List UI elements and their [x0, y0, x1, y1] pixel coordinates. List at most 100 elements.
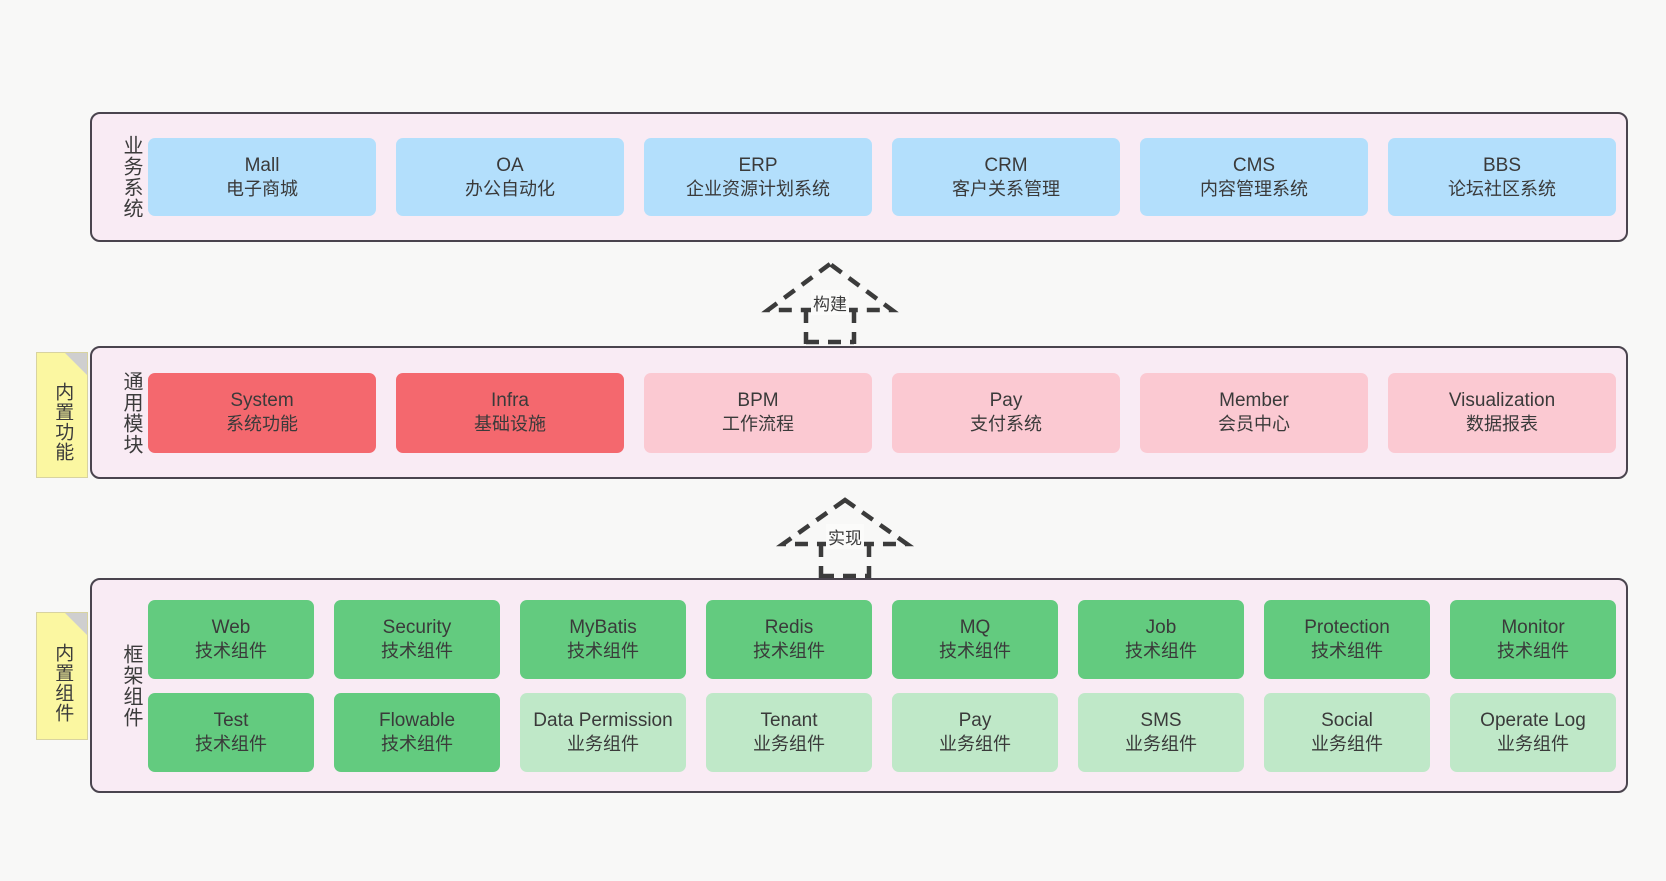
- card-cms[interactable]: CMS 内容管理系统: [1140, 138, 1368, 216]
- connector-label: 构建: [811, 290, 849, 315]
- card-mybatis[interactable]: MyBatis 技术组件: [520, 599, 686, 679]
- card-title: Pay: [958, 709, 992, 731]
- layer-business-system: 业务系统 Mall 电子商城 OA 办公自动化 ERP 企业资源计划系统 CRM…: [90, 112, 1628, 242]
- card-subtitle: 技术组件: [195, 640, 267, 661]
- card-bpm[interactable]: BPM 工作流程: [644, 372, 872, 453]
- card-title: Visualization: [1448, 390, 1556, 412]
- card-member[interactable]: Member 会员中心: [1140, 372, 1368, 453]
- card-subtitle: 系统功能: [226, 414, 298, 435]
- card-title: MyBatis: [569, 616, 637, 638]
- card-title: Tenant: [760, 709, 818, 731]
- note-builtin-features: 内置功能: [36, 352, 88, 478]
- card-pay-biz[interactable]: Pay 业务组件: [892, 692, 1058, 772]
- card-data-permission[interactable]: Data Permission 业务组件: [520, 692, 686, 772]
- layer-title-common-module: 通用模块: [120, 370, 142, 455]
- card-subtitle: 技术组件: [1311, 640, 1383, 661]
- card-title: CRM: [984, 154, 1028, 176]
- connector-implement: 实现: [775, 497, 915, 579]
- card-mq[interactable]: MQ 技术组件: [892, 599, 1058, 679]
- card-subtitle: 业务组件: [1125, 733, 1197, 754]
- connector-label: 实现: [826, 524, 864, 549]
- card-title: Redis: [764, 616, 814, 638]
- layer-body-framework-component: Web 技术组件 Security 技术组件 MyBatis 技术组件 Redi…: [142, 580, 1626, 791]
- card-web[interactable]: Web 技术组件: [148, 599, 314, 679]
- layer-title-framework-component: 框架组件: [120, 643, 142, 728]
- layer-body-common-module: System 系统功能 Infra 基础设施 BPM 工作流程 Pay 支付系统…: [142, 348, 1626, 477]
- card-subtitle: 业务组件: [939, 733, 1011, 754]
- card-redis[interactable]: Redis 技术组件: [706, 599, 872, 679]
- card-title: Mall: [244, 154, 280, 176]
- card-test[interactable]: Test 技术组件: [148, 692, 314, 772]
- card-tenant[interactable]: Tenant 业务组件: [706, 692, 872, 772]
- card-row: System 系统功能 Infra 基础设施 BPM 工作流程 Pay 支付系统…: [148, 372, 1616, 453]
- layer-common-module: 通用模块 System 系统功能 Infra 基础设施 BPM 工作流程 Pay…: [90, 346, 1628, 479]
- card-subtitle: 论坛社区系统: [1448, 178, 1556, 199]
- card-subtitle: 工作流程: [722, 414, 794, 435]
- card-crm[interactable]: CRM 客户关系管理: [892, 138, 1120, 216]
- card-flowable[interactable]: Flowable 技术组件: [334, 692, 500, 772]
- card-operate-log[interactable]: Operate Log 业务组件: [1450, 692, 1616, 772]
- note-builtin-components: 内置组件: [36, 612, 88, 740]
- card-title: OA: [496, 154, 524, 176]
- card-subtitle: 办公自动化: [465, 178, 555, 199]
- card-title: BBS: [1482, 154, 1522, 176]
- card-monitor[interactable]: Monitor 技术组件: [1450, 599, 1616, 679]
- card-subtitle: 业务组件: [1497, 733, 1569, 754]
- layer-body-business-system: Mall 电子商城 OA 办公自动化 ERP 企业资源计划系统 CRM 客户关系…: [142, 114, 1626, 240]
- card-bbs[interactable]: BBS 论坛社区系统: [1388, 138, 1616, 216]
- card-subtitle: 业务组件: [567, 733, 639, 754]
- card-mall[interactable]: Mall 电子商城: [148, 138, 376, 216]
- page-fold-icon: [65, 353, 87, 375]
- card-title: Operate Log: [1480, 709, 1586, 731]
- note-label: 内置组件: [52, 643, 74, 723]
- card-row: Mall 电子商城 OA 办公自动化 ERP 企业资源计划系统 CRM 客户关系…: [148, 138, 1616, 216]
- card-security[interactable]: Security 技术组件: [334, 599, 500, 679]
- card-subtitle: 客户关系管理: [952, 178, 1060, 199]
- card-title: Job: [1145, 616, 1177, 638]
- card-subtitle: 企业资源计划系统: [686, 178, 830, 199]
- card-title: Member: [1219, 390, 1289, 412]
- card-subtitle: 技术组件: [1497, 640, 1569, 661]
- card-subtitle: 业务组件: [1311, 733, 1383, 754]
- card-subtitle: 技术组件: [381, 733, 453, 754]
- card-subtitle: 技术组件: [1125, 640, 1197, 661]
- card-subtitle: 内容管理系统: [1200, 178, 1308, 199]
- card-title: Social: [1321, 709, 1373, 731]
- card-title: Security: [382, 616, 452, 638]
- card-title: SMS: [1140, 709, 1182, 731]
- card-title: Pay: [989, 390, 1023, 412]
- card-title: System: [230, 390, 294, 412]
- card-title: CMS: [1232, 154, 1276, 176]
- layer-framework-component: 框架组件 Web 技术组件 Security 技术组件 MyBatis 技术组件…: [90, 578, 1628, 793]
- card-title: Data Permission: [533, 709, 673, 731]
- card-pay[interactable]: Pay 支付系统: [892, 372, 1120, 453]
- card-system[interactable]: System 系统功能: [148, 372, 376, 453]
- card-title: Web: [211, 616, 251, 638]
- card-subtitle: 技术组件: [567, 640, 639, 661]
- card-row: Web 技术组件 Security 技术组件 MyBatis 技术组件 Redi…: [148, 599, 1616, 679]
- card-subtitle: 业务组件: [753, 733, 825, 754]
- card-infra[interactable]: Infra 基础设施: [396, 372, 624, 453]
- card-sms[interactable]: SMS 业务组件: [1078, 692, 1244, 772]
- card-erp[interactable]: ERP 企业资源计划系统: [644, 138, 872, 216]
- card-title: Monitor: [1501, 616, 1565, 638]
- card-title: Test: [213, 709, 249, 731]
- connector-build: 构建: [760, 261, 900, 345]
- card-subtitle: 技术组件: [195, 733, 267, 754]
- card-social[interactable]: Social 业务组件: [1264, 692, 1430, 772]
- card-job[interactable]: Job 技术组件: [1078, 599, 1244, 679]
- layer-title-business-system: 业务系统: [120, 135, 142, 219]
- card-title: Flowable: [378, 709, 456, 731]
- card-oa[interactable]: OA 办公自动化: [396, 138, 624, 216]
- card-title: BPM: [737, 390, 779, 412]
- card-subtitle: 会员中心: [1218, 414, 1290, 435]
- card-title: MQ: [959, 616, 991, 638]
- card-subtitle: 技术组件: [381, 640, 453, 661]
- card-subtitle: 电子商城: [226, 178, 298, 199]
- card-protection[interactable]: Protection 技术组件: [1264, 599, 1430, 679]
- page-fold-icon: [65, 613, 87, 635]
- card-row: Test 技术组件 Flowable 技术组件 Data Permission …: [148, 692, 1616, 772]
- card-subtitle: 技术组件: [939, 640, 1011, 661]
- card-visualization[interactable]: Visualization 数据报表: [1388, 372, 1616, 453]
